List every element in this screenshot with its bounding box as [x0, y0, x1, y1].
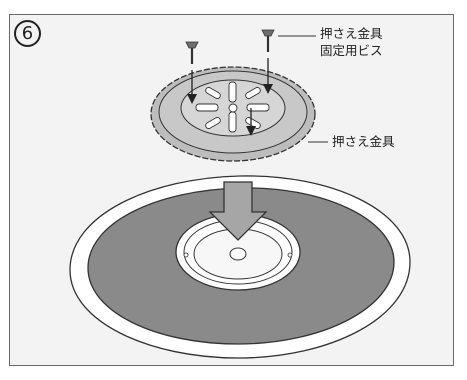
gasket-assembly — [69, 175, 411, 359]
bracket-callout-label: 押さえ金具 — [332, 134, 395, 149]
spoke — [228, 81, 237, 103]
screw-arrow-icon — [187, 70, 197, 104]
down-arrow-icon — [208, 181, 268, 241]
step-number: 6 — [21, 23, 34, 44]
screw-callout: 押さえ金具 固定用ビス — [320, 25, 383, 59]
mount-hole-left — [183, 252, 189, 258]
spoke — [228, 111, 237, 133]
spoke — [246, 103, 270, 112]
screw-callout-line2: 固定用ビス — [320, 43, 383, 58]
screw-arrow-icon — [263, 58, 273, 94]
bracket-hub — [228, 103, 238, 113]
spoke — [205, 87, 221, 99]
center-hole — [229, 247, 247, 261]
mount-hole-right — [287, 252, 293, 258]
step-number-badge: 6 — [14, 20, 41, 47]
retaining-bracket — [150, 66, 316, 162]
spoke — [195, 103, 219, 112]
screw-callout-line1: 押さえ金具 — [320, 26, 383, 41]
bracket-callout: 押さえ金具 — [332, 133, 395, 150]
screw-icon — [261, 29, 275, 52]
bracket-spokes — [195, 81, 270, 133]
screw-icon — [185, 41, 199, 64]
spoke — [245, 87, 261, 99]
spoke — [205, 117, 221, 129]
screw-arrow-icon — [246, 108, 256, 136]
